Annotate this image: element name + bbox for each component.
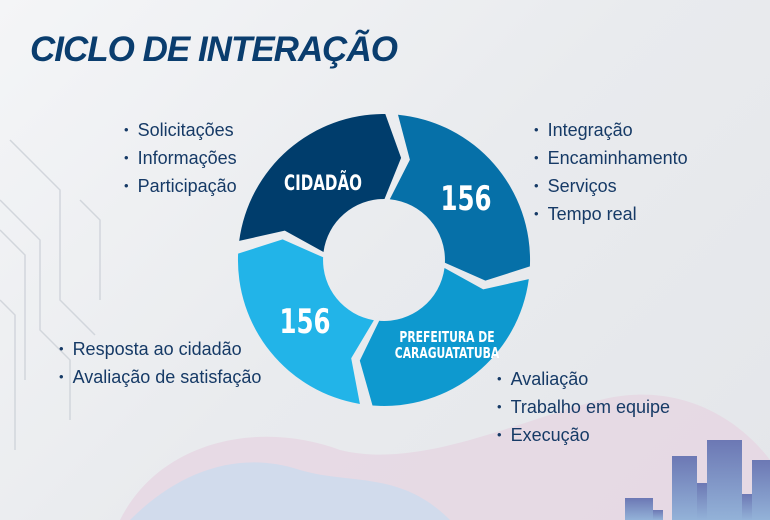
list-top-left: SolicitaçõesInformaçõesParticipação xyxy=(124,117,237,201)
list-item: Avaliação de satisfação xyxy=(59,364,262,392)
list-item: Participação xyxy=(124,173,237,201)
list-item: Avaliação xyxy=(497,366,670,394)
page-title: CICLO DE INTERAÇÃO xyxy=(30,30,398,69)
list-item: Trabalho em equipe xyxy=(497,394,670,422)
buildings-icon xyxy=(625,440,770,520)
ring-segment-label: CIDADÃO xyxy=(284,169,362,195)
list-item: Encaminhamento xyxy=(534,145,688,173)
list-item: Serviços xyxy=(534,173,688,201)
list-item: Informações xyxy=(124,145,237,173)
ring-segment xyxy=(237,239,374,404)
list-item: Integração xyxy=(534,117,688,145)
wave-shape-blue xyxy=(130,462,450,520)
list-item: Resposta ao cidadão xyxy=(59,336,261,364)
ring-segment xyxy=(359,268,529,406)
list-bottom-left: Resposta ao cidadãoAvaliação de satisfaç… xyxy=(59,336,262,392)
ring-segment-label: 156 xyxy=(440,179,491,218)
ring-segment xyxy=(389,114,531,281)
ring-segment-label: PREFEITURA DE xyxy=(399,329,494,346)
list-item: Tempo real xyxy=(534,201,688,229)
list-top-right: IntegraçãoEncaminhamentoServiçosTempo re… xyxy=(534,117,688,229)
list-item: Solicitações xyxy=(124,117,237,145)
ring-segment-label: CARAGUATATUBA xyxy=(395,345,500,362)
list-item: Execução xyxy=(497,422,670,450)
ring-segment xyxy=(239,113,402,252)
ring-segment-label: 156 xyxy=(279,302,330,341)
list-bottom-right: AvaliaçãoTrabalho em equipeExecução xyxy=(497,366,670,450)
